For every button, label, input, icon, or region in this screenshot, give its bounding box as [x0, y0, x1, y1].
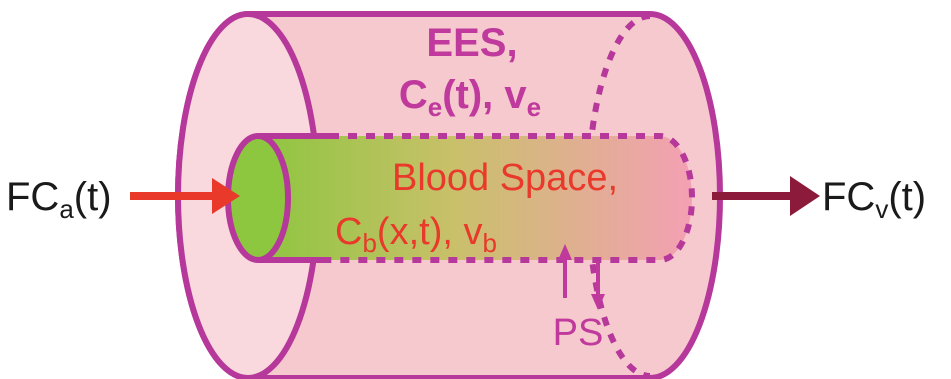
blood-space-solid-outline — [258, 133, 330, 263]
blood-space-label-line2: Cb(x,t), vb — [335, 211, 497, 258]
ps-label: PS — [553, 312, 604, 354]
blood-space-label-line1: Blood Space, — [392, 157, 618, 199]
blood-space-tube — [258, 136, 692, 260]
blood-space-dashed-outline — [330, 133, 695, 263]
outflow-label: FCv(t) — [822, 175, 926, 224]
inflow-arrowhead — [212, 178, 240, 214]
ees-label-line1: EES, — [426, 21, 517, 65]
inflow-label: FCa(t) — [6, 175, 112, 224]
ps-arrow-up-head — [558, 244, 572, 260]
outflow-arrowhead — [790, 176, 820, 216]
blood-space-front-face — [225, 133, 291, 263]
ees-label-line2: Ce(t), ve — [399, 73, 541, 122]
ps-arrow-down-head — [591, 294, 605, 310]
